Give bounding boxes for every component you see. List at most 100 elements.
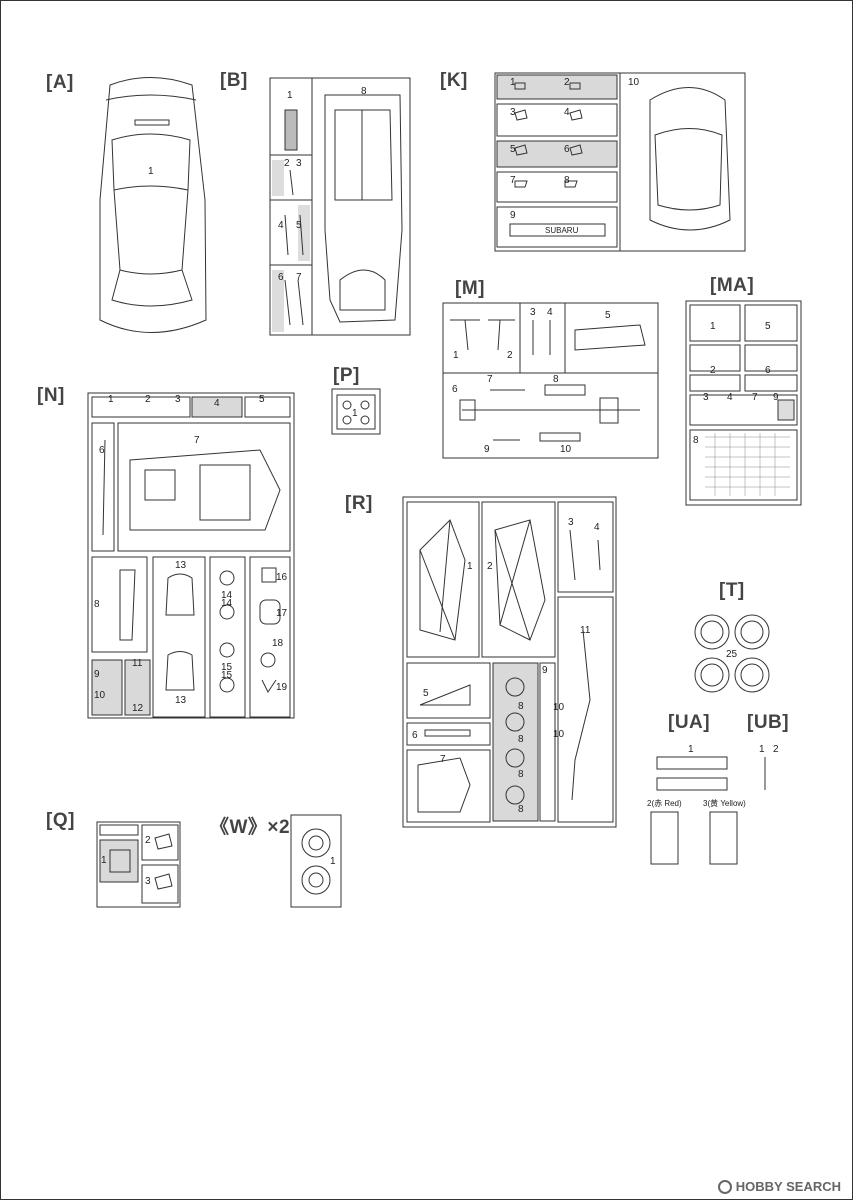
n-num-3: 3 [175, 394, 181, 405]
q-num-1: 1 [101, 855, 107, 866]
b-num-6: 6 [278, 272, 284, 283]
m-num-7: 7 [487, 374, 493, 385]
b-num-1: 1 [287, 90, 293, 101]
label-ua: [UA] [668, 712, 711, 733]
n-num-17: 17 [276, 608, 288, 619]
n-num-2: 2 [145, 394, 151, 405]
part-n-tree [87, 392, 295, 719]
m-num-9: 9 [484, 444, 490, 455]
n-num-9: 9 [94, 669, 100, 680]
part-r-tree [402, 496, 617, 828]
r-num-4: 4 [594, 522, 600, 533]
b-num-5: 5 [296, 220, 302, 231]
part-ma-etch [685, 300, 802, 506]
a-num-1: 1 [148, 166, 154, 177]
ua-red-note: 2(赤 Red) [647, 799, 682, 808]
part-k-tree [494, 72, 746, 252]
ma-num-2: 2 [710, 365, 716, 376]
label-q: [Q] [46, 810, 75, 831]
m-num-8: 8 [553, 374, 559, 385]
n-num-13b: 13 [175, 695, 187, 706]
r-num-2: 2 [487, 561, 493, 572]
label-w: 《W》×2 [210, 817, 291, 838]
hobby-search-logo-icon [717, 1179, 732, 1194]
k-num-1: 1 [510, 77, 516, 88]
label-m: [M] [455, 278, 485, 299]
k-num-7: 7 [510, 175, 516, 186]
r-num-8a: 8 [518, 701, 524, 712]
label-b: [B] [220, 70, 248, 91]
b-num-8: 8 [361, 86, 367, 97]
n-num-12: 12 [132, 703, 144, 714]
p-num-1: 1 [352, 408, 358, 419]
m-num-2: 2 [507, 350, 513, 361]
k-num-3: 3 [510, 107, 516, 118]
k-num-5: 5 [510, 144, 516, 155]
label-ub: [UB] [747, 712, 790, 733]
ub-num-2: 2 [773, 744, 779, 755]
ua-num-1: 1 [688, 744, 694, 755]
k9-plate-text: SUBARU [545, 226, 579, 235]
part-ua [650, 756, 738, 865]
ua-yellow-note: 3(黄 Yellow) [703, 798, 746, 808]
part-w-tree [290, 814, 342, 908]
n-num-13a: 13 [175, 560, 187, 571]
n-num-8: 8 [94, 599, 100, 610]
b-num-7: 7 [296, 272, 302, 283]
label-n: [N] [37, 385, 65, 406]
ma-num-5: 5 [765, 321, 771, 332]
r-num-8c: 8 [518, 769, 524, 780]
n-num-16: 16 [276, 572, 288, 583]
part-t-tires [694, 614, 770, 693]
m-num-1: 1 [453, 350, 459, 361]
m-num-3: 3 [530, 307, 536, 318]
m-num-10: 10 [560, 444, 572, 455]
w-num-1: 1 [330, 856, 336, 867]
k-num-8: 8 [564, 175, 570, 186]
q-num-3: 3 [145, 876, 151, 887]
ma-num-4: 4 [727, 392, 733, 403]
q-num-2: 2 [145, 835, 151, 846]
k-num-4: 4 [564, 107, 570, 118]
r-num-8d: 8 [518, 804, 524, 815]
r-num-1: 1 [467, 561, 473, 572]
n-num-4: 4 [214, 398, 220, 409]
label-ma: [MA] [710, 275, 755, 296]
n-num-14a: 14 [221, 590, 233, 601]
n-num-14b: 14 [221, 598, 233, 609]
label-p: [P] [333, 365, 360, 386]
r-num-3: 3 [568, 517, 574, 528]
r-num-11: 11 [580, 625, 591, 636]
ma-num-1: 1 [710, 321, 716, 332]
part-m-tree [442, 302, 659, 459]
label-k: [K] [440, 70, 468, 91]
r-num-10b: 10 [553, 729, 565, 740]
number-layer: 1 1 2 3 4 5 6 7 8 1 2 3 4 5 6 7 8 9 10 S… [94, 77, 779, 887]
ma-num-7: 7 [752, 392, 758, 403]
n-num-1: 1 [108, 394, 114, 405]
ma-num-8: 8 [693, 435, 699, 446]
n-num-5: 5 [259, 394, 265, 405]
part-p-tree [331, 388, 381, 435]
ma-num-3: 3 [703, 392, 709, 403]
r-num-8b: 8 [518, 734, 524, 745]
label-r: [R] [345, 493, 373, 514]
n-num-19: 19 [276, 682, 288, 693]
part-q-tree [96, 821, 181, 908]
k-num-2: 2 [564, 77, 570, 88]
label-a: [A] [46, 72, 74, 93]
r-num-6: 6 [412, 730, 418, 741]
k-num-6: 6 [564, 144, 570, 155]
label-t: [T] [719, 580, 745, 601]
watermark: HOBBY SEARCH [717, 1179, 841, 1194]
r-num-9: 9 [542, 665, 548, 676]
m-num-6: 6 [452, 384, 458, 395]
r-num-7: 7 [440, 754, 446, 765]
n-num-15b: 15 [221, 670, 233, 681]
n-num-10: 10 [94, 690, 106, 701]
part-a-body [99, 77, 207, 333]
ub-num-1: 1 [759, 744, 765, 755]
n-num-7: 7 [194, 435, 200, 446]
n-num-18: 18 [272, 638, 284, 649]
